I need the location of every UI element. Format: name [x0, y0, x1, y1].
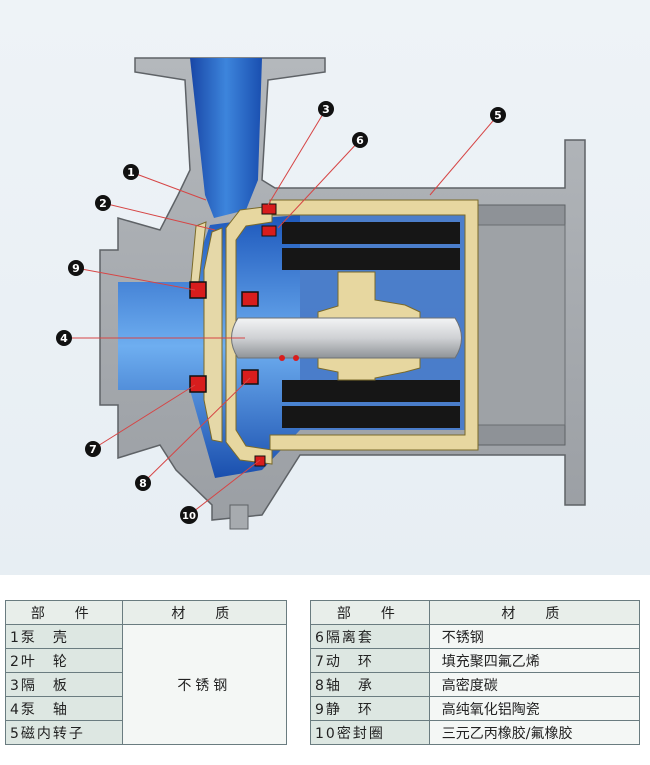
callout-7: 7	[85, 441, 101, 457]
callout-9: 9	[68, 260, 84, 276]
material-cell: 不锈钢	[428, 624, 641, 649]
callout-1: 1	[123, 164, 139, 180]
svg-text:8: 8	[139, 477, 147, 490]
table-row: 2叶 轮	[5, 648, 287, 673]
header-part: 部 件	[310, 600, 430, 625]
header-part: 部 件	[5, 600, 123, 625]
table-row: 6隔离套 不锈钢	[310, 624, 641, 649]
part-cell: 4泵 轴	[5, 696, 123, 721]
callout-4: 4	[56, 330, 72, 346]
callout-markers: 1 2 3 4 5 6 7 8 9 10	[56, 101, 506, 524]
table-row: 3隔 板	[5, 672, 287, 697]
svg-text:1: 1	[127, 166, 135, 179]
table-row: 1泵 壳 不锈钢	[5, 624, 288, 745]
part-cell: 10密封圈	[310, 720, 430, 745]
table-row: 8轴 承 高密度碳	[310, 672, 641, 697]
material-cell: 填充聚四氟乙烯	[428, 648, 641, 673]
table-row: 7动 环 填充聚四氟乙烯	[310, 648, 641, 673]
svg-text:10: 10	[182, 511, 196, 522]
callout-8: 8	[135, 475, 151, 491]
parts-table-left: 部 件 材 质 1泵 壳 不锈钢 2叶 轮 3隔 板 4泵 轴 5磁内转子	[5, 600, 288, 745]
svg-text:6: 6	[356, 134, 364, 147]
material-cell: 三元乙丙橡胶/氟橡胶	[428, 720, 641, 745]
svg-text:5: 5	[494, 109, 502, 122]
leader-lines	[64, 108, 499, 516]
part-cell: 6隔离套	[310, 624, 430, 649]
part-cell: 2叶 轮	[5, 648, 123, 673]
material-cell: 高密度碳	[428, 672, 641, 697]
table-row: 10密封圈 三元乙丙橡胶/氟橡胶	[310, 720, 641, 745]
table-header-row: 部 件 材 质	[310, 600, 641, 625]
part-cell: 5磁内转子	[5, 720, 123, 745]
part-cell: 8轴 承	[310, 672, 430, 697]
part-cell: 1泵 壳	[5, 624, 123, 649]
svg-text:7: 7	[89, 443, 97, 456]
callout-5: 5	[490, 107, 506, 123]
svg-text:2: 2	[99, 197, 107, 210]
callout-10: 10	[180, 506, 198, 524]
header-material: 材 质	[428, 600, 641, 625]
pump-shaft	[231, 317, 462, 359]
outer-magnet-housing	[469, 204, 566, 446]
material-cell-merged: 不锈钢	[121, 624, 288, 745]
table-row: 9静 环 高纯氧化铝陶瓷	[310, 696, 641, 721]
table-row: 5磁内转子	[5, 720, 287, 745]
pump-diagram-panel: 1 2 3 4 5 6 7 8 9 10	[0, 0, 650, 575]
svg-text:9: 9	[72, 262, 80, 275]
parts-table-right: 部 件 材 质 6隔离套 不锈钢 7动 环 填充聚四氟乙烯 8轴 承 高密度碳 …	[310, 600, 641, 745]
part-cell: 9静 环	[310, 696, 430, 721]
callout-6: 6	[352, 132, 368, 148]
part-cell: 7动 环	[310, 648, 430, 673]
table-header-row: 部 件 材 质	[5, 600, 288, 625]
part-cell: 3隔 板	[5, 672, 123, 697]
callout-2: 2	[95, 195, 111, 211]
impeller	[189, 221, 223, 443]
callout-3: 3	[318, 101, 334, 117]
svg-text:3: 3	[322, 103, 330, 116]
magnetic-pump-cross-section: 1 2 3 4 5 6 7 8 9 10	[56, 57, 586, 530]
parts-tables: 部 件 材 质 1泵 壳 不锈钢 2叶 轮 3隔 板 4泵 轴 5磁内转子 部 …	[0, 590, 650, 765]
material-cell: 高纯氧化铝陶瓷	[428, 696, 641, 721]
header-material: 材 质	[121, 600, 288, 625]
seal-rings	[189, 203, 299, 467]
svg-text:4: 4	[60, 332, 68, 345]
